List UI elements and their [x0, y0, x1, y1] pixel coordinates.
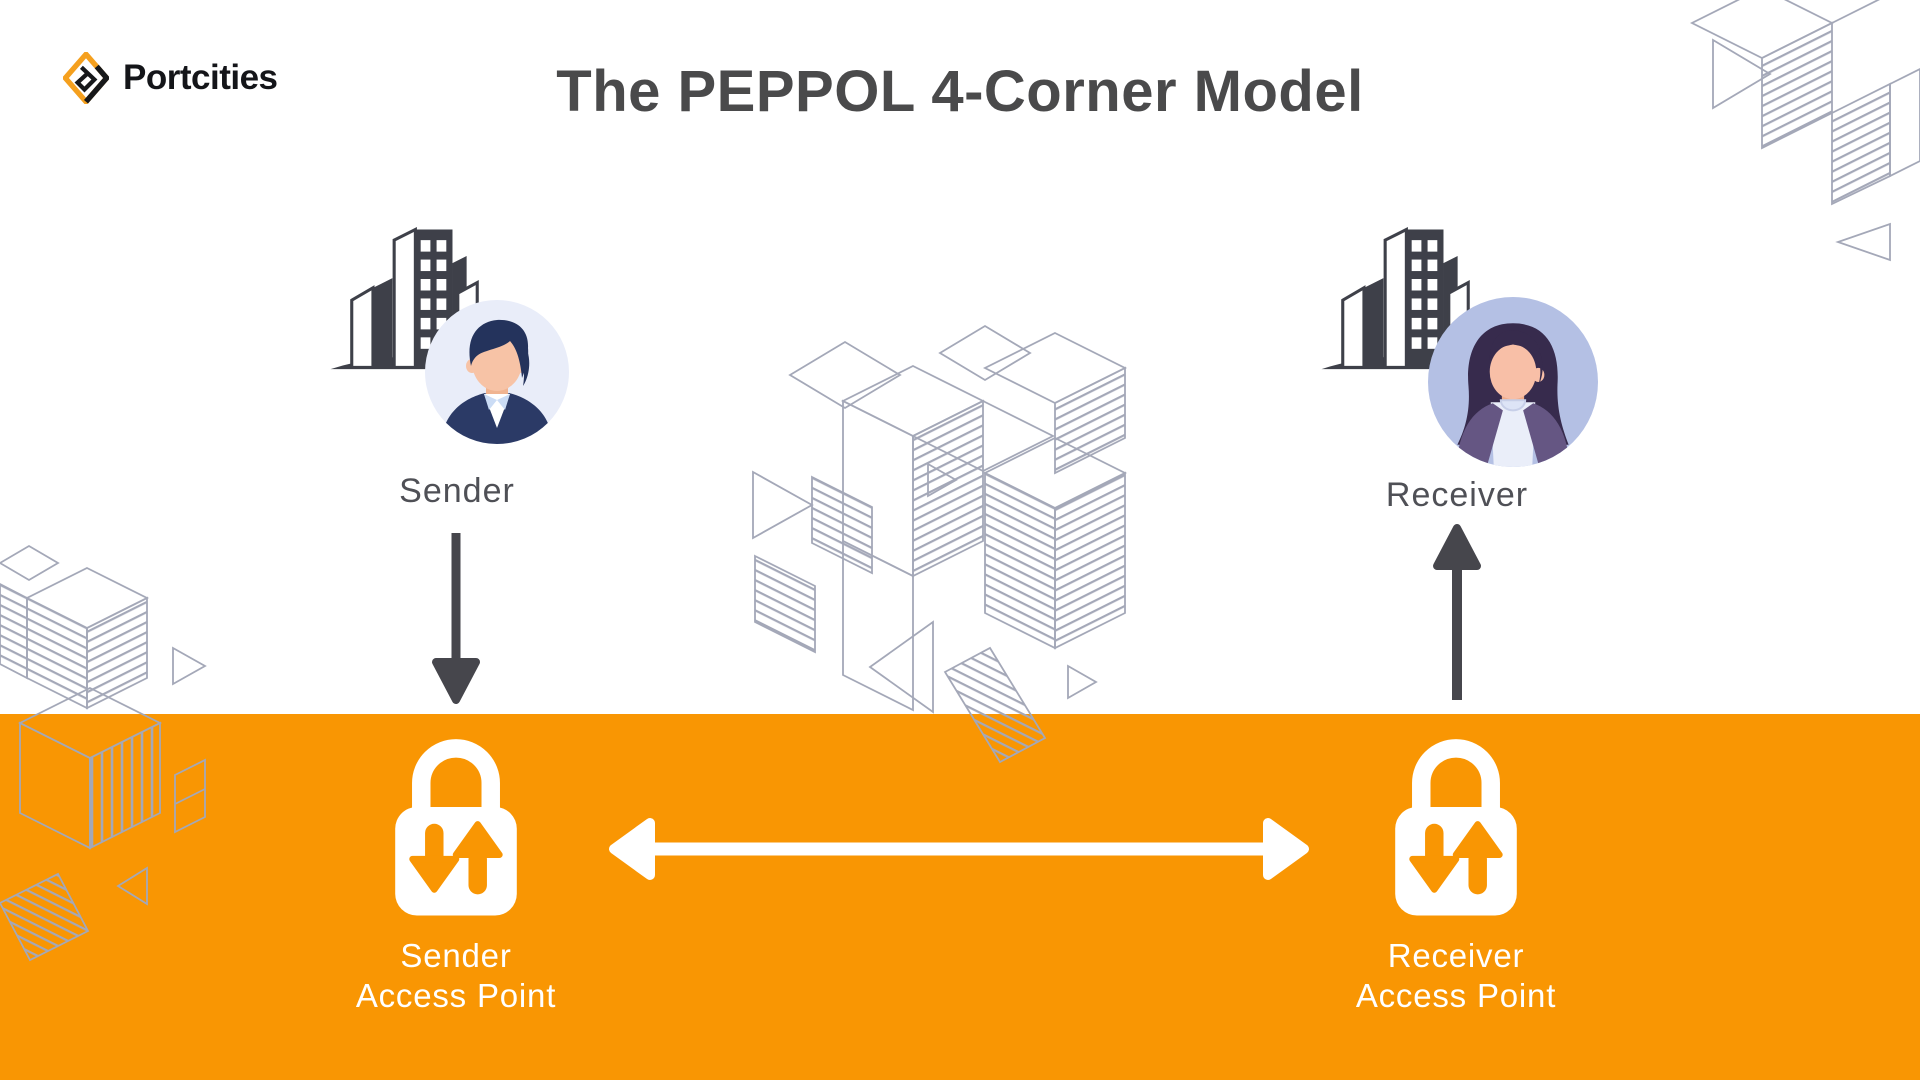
male-avatar-icon [425, 300, 569, 444]
page-title: The PEPPOL 4-Corner Model [556, 59, 1364, 124]
orange-network-band [0, 714, 1920, 1080]
brand-logo: Portcities [63, 52, 278, 104]
isometric-cubes-decoration-center [752, 324, 1128, 764]
sender-access-point-label: Sender Access Point [286, 936, 626, 1016]
isometric-cubes-decoration-top-right [1689, 0, 1920, 262]
down-arrow-icon [432, 533, 480, 704]
sender-access-point-line1: Sender [400, 937, 512, 974]
up-arrow-icon [1433, 524, 1481, 700]
isometric-cubes-decoration-left [0, 544, 207, 962]
receiver-access-point-line2: Access Point [1355, 977, 1557, 1014]
padlock-transfer-icon [1380, 720, 1532, 920]
receiver-label: Receiver [1385, 476, 1529, 514]
receiver-access-point-line1: Receiver [1387, 937, 1525, 974]
padlock-transfer-icon [380, 720, 532, 920]
sender-label: Sender [399, 472, 515, 510]
sender-access-point-line2: Access Point [355, 977, 557, 1014]
receiver-access-point-label: Receiver Access Point [1286, 936, 1626, 1016]
female-avatar-icon [1428, 297, 1598, 467]
double-arrow-icon [609, 818, 1309, 880]
brand-name: Portcities [123, 58, 278, 97]
